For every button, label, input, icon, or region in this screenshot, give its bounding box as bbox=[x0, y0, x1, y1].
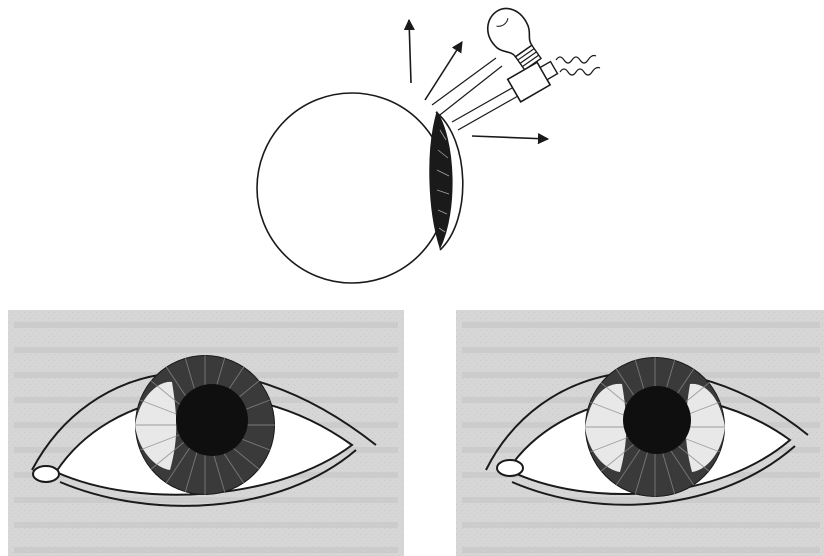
arrow-right bbox=[472, 136, 548, 139]
bottom-right-panel bbox=[456, 310, 824, 556]
tear-duct bbox=[33, 466, 59, 482]
iris-left bbox=[135, 355, 275, 495]
bulb-ray-1 bbox=[432, 58, 496, 105]
arrow-up bbox=[409, 20, 411, 83]
iris-right bbox=[585, 357, 725, 497]
top-panel bbox=[257, 1, 600, 283]
eyeball-circle bbox=[257, 93, 447, 283]
tear-duct bbox=[497, 460, 523, 476]
flashlight-icon bbox=[508, 56, 561, 102]
bottom-left-panel bbox=[8, 310, 404, 556]
arrow-up-right bbox=[425, 42, 462, 100]
squiggle-2 bbox=[560, 68, 600, 76]
squiggle-1 bbox=[556, 56, 596, 64]
